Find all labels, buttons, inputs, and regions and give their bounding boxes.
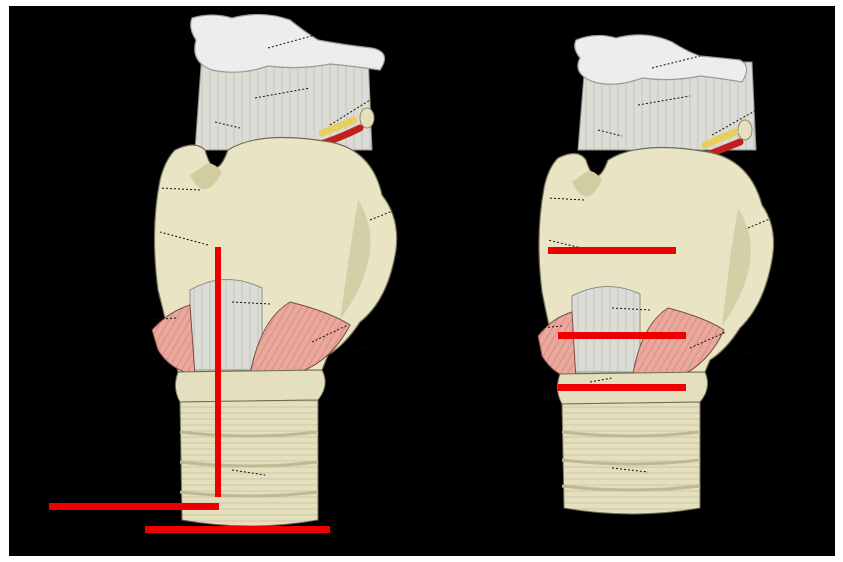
- marker-bar-middle-right: [558, 332, 686, 339]
- triticeous-cartilage-right: [738, 120, 752, 140]
- marker-lower-bar-2-left: [145, 526, 330, 533]
- marker-bar-top-right: [548, 247, 676, 254]
- marker-vertical-bar-left: [215, 247, 221, 497]
- marker-lower-bar-1-left: [49, 503, 219, 510]
- figure-panel: [9, 6, 835, 556]
- triticeous-cartilage-left: [360, 108, 374, 128]
- cricothyroid-membrane-left: [190, 279, 262, 370]
- trachea-right: [562, 402, 700, 514]
- marker-bar-bottom-right: [558, 384, 686, 391]
- left-larynx: [49, 14, 397, 533]
- right-larynx: [538, 35, 774, 514]
- larynx-diagram: [9, 6, 835, 556]
- hyoid-bone-left: [191, 14, 385, 72]
- cricoid-cartilage-left: [175, 370, 325, 402]
- cricothyroid-membrane-right: [572, 286, 640, 372]
- cricothyroid-muscle-right-a: [538, 312, 576, 380]
- cricothyroid-muscle-left-a: [152, 305, 195, 375]
- hyoid-bone-right: [575, 35, 747, 84]
